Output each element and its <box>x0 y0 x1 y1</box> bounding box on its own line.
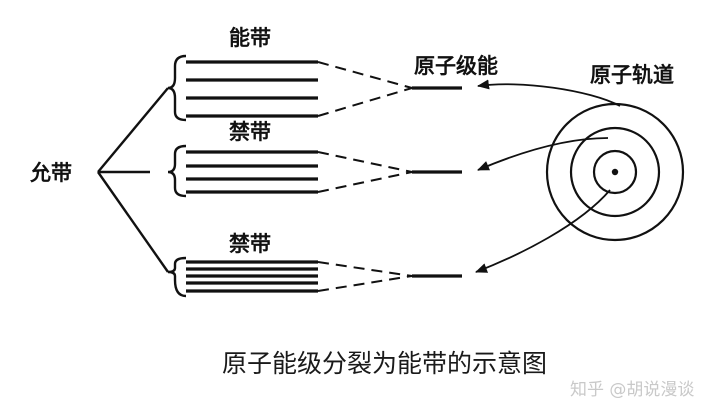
label-atomic-level: 原子级能 <box>414 54 498 78</box>
watermark: 知乎 @胡说漫谈 <box>570 380 694 400</box>
orbital-arrows <box>475 79 621 273</box>
figure-caption: 原子能级分裂为能带的示意图 <box>222 349 547 378</box>
band-group-1 <box>167 54 462 122</box>
band-group-2 <box>167 144 462 198</box>
atom-orbitals <box>545 102 685 242</box>
label-forbidden-band-1: 禁带 <box>229 120 271 144</box>
label-allowed-band: 允带 <box>29 161 72 185</box>
label-forbidden-band-2: 禁带 <box>229 232 271 256</box>
allowed-band-fan <box>97 87 169 273</box>
nucleus-dot <box>611 168 619 176</box>
band-group-3 <box>167 256 462 298</box>
label-band-top: 能带 <box>229 26 271 50</box>
label-atomic-orbital: 原子轨道 <box>590 63 674 87</box>
